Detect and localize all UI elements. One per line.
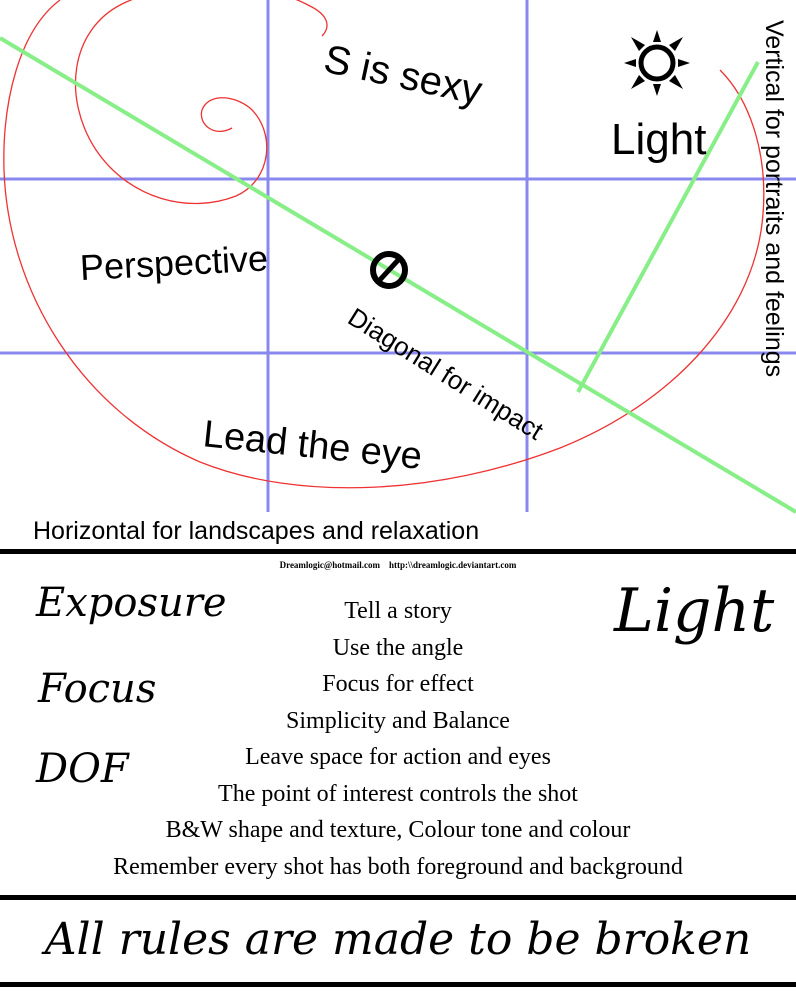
vertical-label: Vertical for portraits and feelings xyxy=(760,20,788,377)
lead-the-eye-label: Lead the eye xyxy=(201,413,424,478)
tip-item: Focus for effect xyxy=(322,671,474,697)
focal-point-icon xyxy=(370,251,408,289)
tips-list: Tell a story Use the angle Focus for eff… xyxy=(0,593,796,885)
author-url: http:\\dreamlogic.deviantart.com xyxy=(389,560,517,570)
tip-item: Use the angle xyxy=(332,634,464,661)
tip-item: Tell a story xyxy=(344,598,452,624)
composition-diagram: S is sexy Light Perspective Diagonal for… xyxy=(0,0,796,554)
horizontal-label: Horizontal for landscapes and relaxation xyxy=(33,517,479,545)
s-is-sexy-label: S is sexy xyxy=(320,37,486,113)
motto: All rules are made to be broken xyxy=(44,914,752,965)
tip-item: B&W shape and texture, Colour tone and c… xyxy=(165,817,631,843)
tip-item: Simplicity and Balance xyxy=(286,707,510,734)
tip-item: Remember every shot has both foreground … xyxy=(113,853,683,880)
motto-top-divider xyxy=(0,895,796,900)
diagonal-for-impact-label: Diagonal for impact xyxy=(343,302,550,447)
script-word-light: Light xyxy=(614,576,775,646)
light-label: Light xyxy=(611,115,706,164)
tip-item: Leave space for action and eyes xyxy=(245,744,551,770)
sun-icon xyxy=(624,30,690,96)
credits-line: Dreamlogic@hotmail.com http:\\dreamlogic… xyxy=(0,560,796,570)
golden-spiral-outer xyxy=(3,0,765,489)
script-word-exposure: Exposure xyxy=(36,580,227,626)
diagonal-line-main xyxy=(0,36,796,514)
diagram-divider xyxy=(0,549,796,554)
script-word-dof: DOF xyxy=(36,746,129,792)
script-word-focus: Focus xyxy=(38,666,157,712)
tip-item: The point of interest controls the shot xyxy=(218,780,578,807)
author-email: Dreamlogic@hotmail.com xyxy=(279,560,381,570)
diagonal-line-steep xyxy=(576,61,760,393)
golden-spiral xyxy=(74,0,328,205)
motto-bottom-divider xyxy=(0,982,796,987)
perspective-label: Perspective xyxy=(79,237,269,288)
